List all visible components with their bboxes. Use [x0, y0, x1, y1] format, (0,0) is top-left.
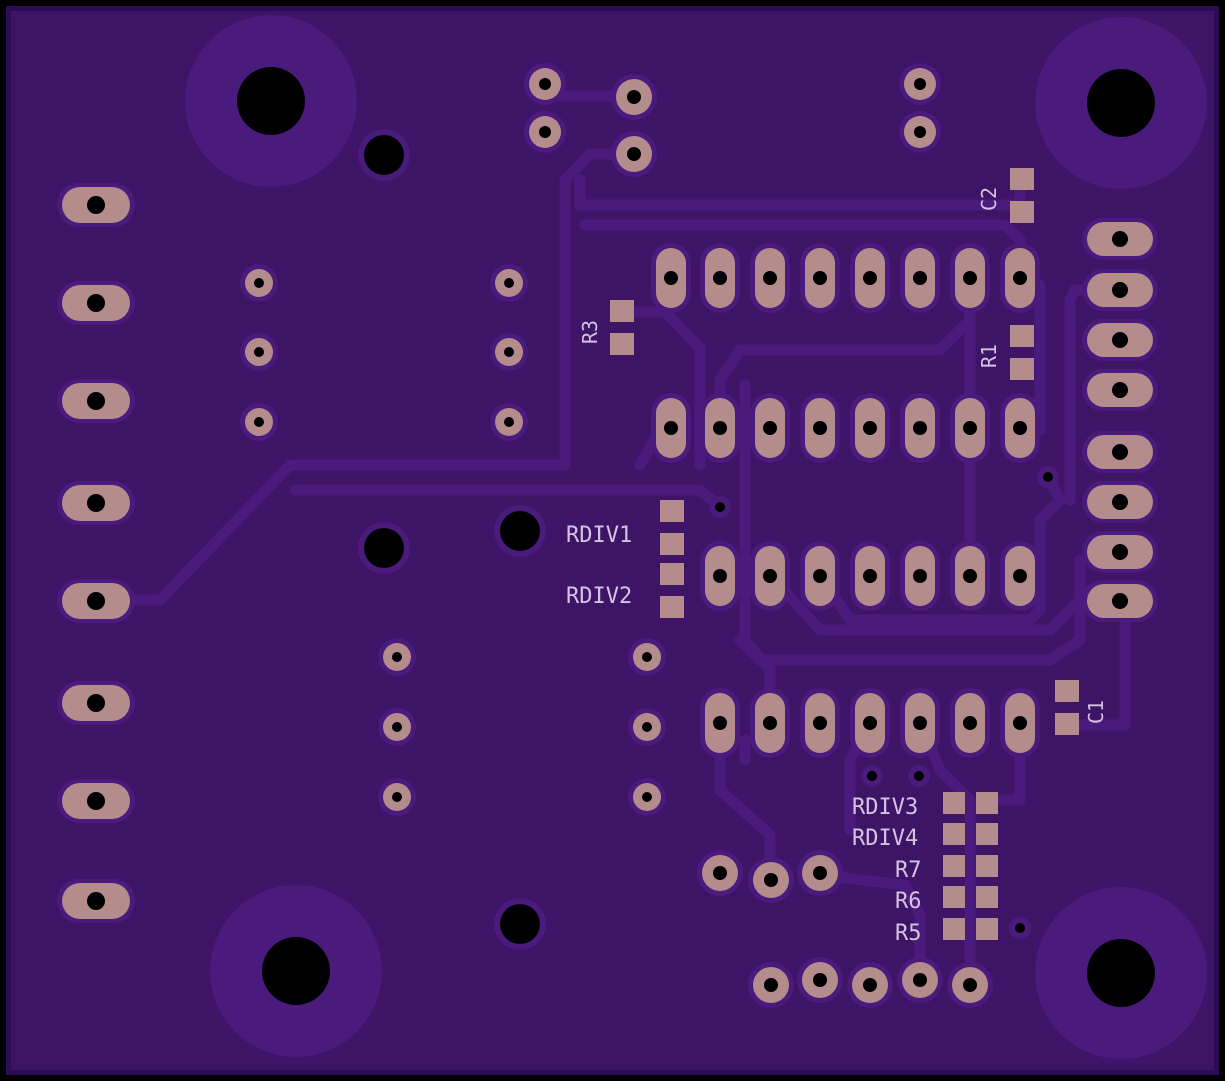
label-c2: C2 — [977, 187, 1001, 211]
unplated-holes — [358, 129, 546, 950]
silkscreen: C2 R3 R1 RDIV1 RDIV2 C1 RDIV3 RDIV4 R7 R… — [566, 187, 1108, 946]
label-rdiv2: RDIV2 — [566, 584, 632, 609]
label-c1: C1 — [1084, 700, 1108, 724]
smd-pads — [610, 168, 1079, 940]
label-r5: R5 — [895, 921, 922, 946]
left-connector-pads — [57, 183, 135, 923]
right-connector-pads — [1082, 218, 1158, 622]
vias — [709, 466, 1059, 939]
ic-bottom-pads-row1 — [700, 541, 1040, 611]
label-rdiv3: RDIV3 — [852, 795, 918, 820]
mounting-holes — [185, 15, 1207, 1059]
label-r3: R3 — [578, 320, 602, 344]
label-rdiv1: RDIV1 — [566, 523, 632, 548]
ic-bottom-pads-row2 — [700, 688, 1040, 758]
round-pads — [240, 63, 993, 1008]
label-r7: R7 — [895, 858, 922, 883]
label-r1: R1 — [977, 344, 1001, 368]
label-r6: R6 — [895, 889, 922, 914]
label-rdiv4: RDIV4 — [852, 826, 918, 851]
ic-top-pads-row2 — [651, 393, 1040, 463]
ic-top-pads-row1 — [651, 243, 1040, 313]
